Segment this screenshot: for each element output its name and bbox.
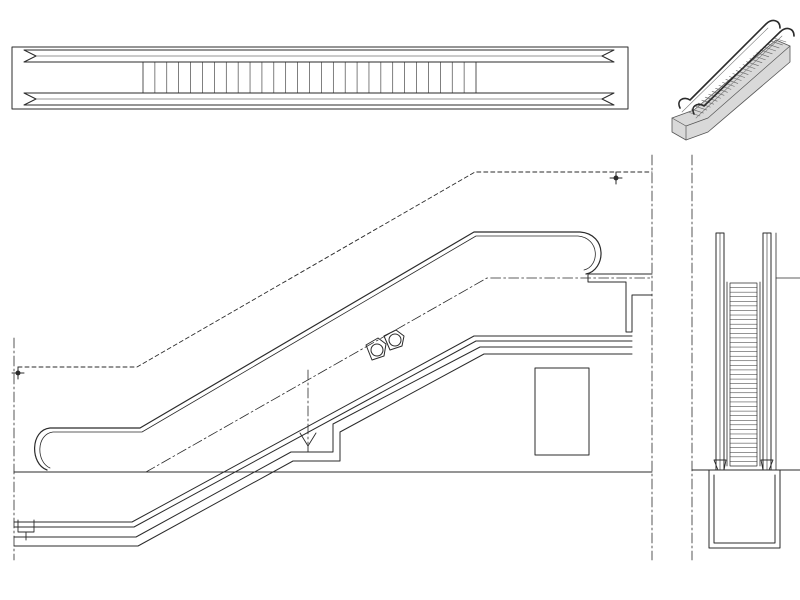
front-pit (708, 469, 781, 549)
iso-step-tread (732, 73, 746, 78)
plan-outline (11, 46, 629, 110)
iso-left-handrail (678, 19, 781, 109)
front-step-treads (729, 287, 758, 462)
iso-right-handrail (692, 27, 795, 115)
truss-bottom-chord-1 (13, 346, 633, 538)
isometric-view (671, 19, 795, 141)
iso-truss-edges (671, 45, 791, 141)
iso-step-tread (739, 67, 752, 72)
step-rollers (365, 329, 405, 361)
step-line (145, 277, 653, 473)
iso-step-tread (718, 85, 732, 90)
iso-balustrade (681, 27, 783, 119)
handrail-inner (39, 235, 596, 469)
front-newel-bases (713, 459, 774, 471)
iso-step-tread (728, 76, 742, 81)
front-section-view (691, 154, 800, 561)
iso-step-tread (722, 82, 735, 87)
iso-truss-body (671, 39, 791, 141)
lower-pit-detail (17, 519, 35, 541)
iso-step-tread (759, 49, 773, 55)
iso-step-tread (715, 88, 728, 93)
iso-step-tread (725, 79, 739, 84)
handrail-outer (34, 231, 602, 471)
access-panel (534, 367, 590, 456)
side-elevation-view (11, 154, 653, 561)
plan-view (11, 46, 629, 110)
lower-datum-marker (11, 366, 25, 380)
truss-top-chord-1 (13, 335, 633, 523)
iso-step-tread (773, 37, 787, 43)
iso-step-tread (770, 40, 783, 46)
iso-step-tread (763, 46, 776, 52)
clearance-envelope (17, 171, 653, 368)
truss-top-chord-2 (13, 340, 633, 528)
iso-step-tread (766, 43, 780, 49)
upper-landing-pit (587, 273, 653, 333)
truss-bottom-chord-2 (13, 353, 633, 547)
plan-step-lines (154, 61, 465, 94)
iso-step-tread (735, 70, 749, 75)
upper-datum-marker (609, 171, 623, 185)
